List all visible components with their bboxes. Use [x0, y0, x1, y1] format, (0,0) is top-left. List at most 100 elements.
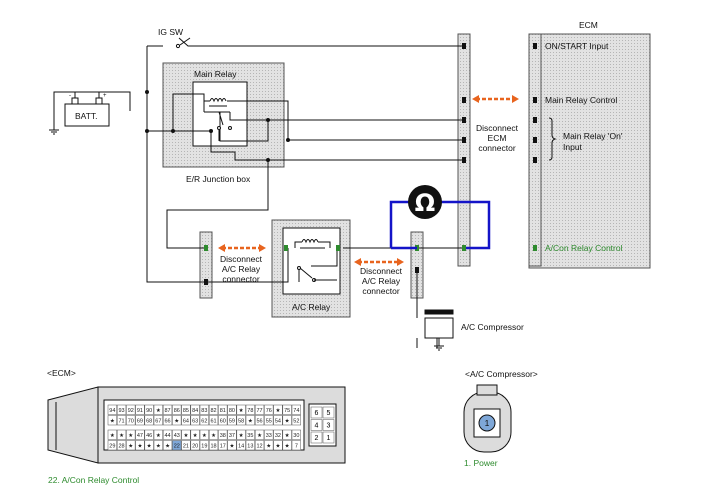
ecm-pin-label: ★	[110, 432, 115, 439]
ecm-pin	[273, 404, 283, 415]
ecm-pin-label: 60	[220, 419, 226, 425]
ecm-pin	[153, 404, 163, 415]
ecm-pin-label: ★	[147, 443, 152, 450]
ecm-pin-label: 38	[220, 433, 226, 439]
ecm-pin	[190, 440, 200, 451]
ecm-side-pin-label: 4	[315, 423, 319, 430]
ecm-pin-label: 35	[247, 433, 253, 439]
ecm-pin-label: 78	[247, 408, 253, 414]
ecm-pin-label: ★	[239, 407, 244, 414]
ecm-pin-label: 55	[266, 419, 272, 425]
ecm-pin	[291, 404, 301, 415]
ecm-pin	[172, 415, 182, 426]
ecm-pin	[172, 440, 182, 451]
ecm-pin	[135, 429, 145, 440]
ecm-pin	[162, 415, 173, 426]
ecm-pin-label: 87	[164, 408, 170, 414]
ecm-pin-label: ★	[183, 432, 188, 439]
ecm-box	[528, 33, 651, 269]
ecm-pin	[208, 429, 219, 440]
ecm-pin	[135, 404, 145, 415]
ecm-pin-label: 76	[266, 408, 272, 414]
ecm-pin	[282, 415, 292, 426]
disconnect-ac-right-2: A/C Relay	[362, 276, 401, 286]
ecm-pin	[199, 440, 209, 451]
ecm-pin-label: 70	[128, 419, 134, 425]
ecm-pin-label: 85	[183, 408, 189, 414]
ecm-pin-label: ★	[229, 443, 234, 450]
ecm-pin-label: 67	[155, 419, 161, 425]
ecm-side-pin-label: 3	[327, 423, 331, 430]
ecm-pin-label: 18	[210, 444, 216, 450]
ecm-pin	[116, 415, 127, 426]
ac-compressor-pin-caption: 1. Power	[464, 458, 498, 468]
disconnect-arrow-heads	[218, 95, 519, 266]
ecm-pin	[116, 404, 127, 415]
ecm-pin-label: 91	[137, 408, 143, 414]
ecm-pin	[172, 429, 182, 440]
ecm-pin	[190, 404, 200, 415]
ecm-pin-label: 47	[137, 433, 143, 439]
svg-text:+: +	[103, 93, 107, 99]
ecm-pin-label: 62	[201, 419, 207, 425]
ecm-connector-bar	[457, 33, 471, 267]
ecm-pin-label: ★	[285, 443, 290, 450]
ecm-connector-title: <ECM>	[47, 368, 76, 378]
ecm-pin-label: ★	[110, 418, 115, 425]
battery-icon: - +	[64, 92, 110, 127]
ecm-pin	[181, 429, 191, 440]
ecm-pin-label: ★	[174, 418, 179, 425]
ecm-pin-label: 46	[146, 433, 152, 439]
ecm-pin	[135, 440, 145, 451]
main-relay-on-label-1: Main Relay 'On'	[563, 131, 623, 141]
ac-compressor-connector-icon	[463, 384, 512, 453]
ecm-pin	[144, 440, 154, 451]
main-relay-coil-icon	[203, 94, 232, 141]
ecm-pin-label: 90	[146, 408, 152, 414]
ecm-pin	[107, 440, 117, 451]
ecm-pin-label: 63	[192, 419, 198, 425]
svg-text:-: -	[69, 93, 71, 99]
disconnect-ac-left-1: Disconnect	[220, 254, 263, 264]
ecm-pin-label: ★	[275, 443, 280, 450]
ecm-pin	[227, 415, 237, 426]
ecm-pin	[282, 429, 292, 440]
ecm-pin-label: 75	[284, 408, 290, 414]
ecm-pin	[172, 404, 182, 415]
on-start-input-label: ON/START Input	[545, 41, 609, 51]
ecm-pin-label: ★	[156, 443, 161, 450]
ecm-pin	[236, 404, 246, 415]
ecm-pin	[107, 429, 117, 440]
ecm-pin-label: 37	[229, 433, 235, 439]
ecm-pin-label: 58	[238, 419, 244, 425]
ac-compressor-label: A/C Compressor	[461, 322, 524, 332]
disconnect-ac-right-1: Disconnect	[360, 266, 403, 276]
ecm-pin-label: 66	[164, 419, 170, 425]
ecm-pin	[162, 429, 173, 440]
ecm-pin-label: ★	[156, 407, 161, 414]
main-relay-control-label: Main Relay Control	[545, 95, 617, 105]
ecm-pin-label: ★	[156, 432, 161, 439]
ecm-pin-label: 92	[128, 408, 134, 414]
ecm-pin-caption: 22. A/Con Relay Control	[48, 475, 139, 485]
ecm-pin	[199, 415, 209, 426]
ecm-pin-label: 81	[220, 408, 226, 414]
ecm-pin	[264, 415, 274, 426]
ecm-pin	[254, 429, 265, 440]
ecm-pin	[162, 404, 173, 415]
ecm-pin-label: 74	[293, 408, 299, 414]
ecm-pin	[144, 404, 154, 415]
disconnect-ac-left-2: A/C Relay	[222, 264, 261, 274]
ecm-pin-label: ★	[165, 443, 170, 450]
ecm-pin-label: 20	[192, 444, 198, 450]
disconnect-ecm-label-1: Disconnect	[476, 123, 519, 133]
ecm-pin	[208, 415, 219, 426]
ecm-side-pin	[322, 431, 335, 444]
ecm-pin	[291, 440, 301, 451]
ecm-pin	[199, 404, 209, 415]
ecm-pin	[126, 404, 136, 415]
ecm-pin	[153, 415, 163, 426]
ecm-pin-label: 44	[164, 433, 170, 439]
ignition-switch-icon	[175, 37, 191, 49]
